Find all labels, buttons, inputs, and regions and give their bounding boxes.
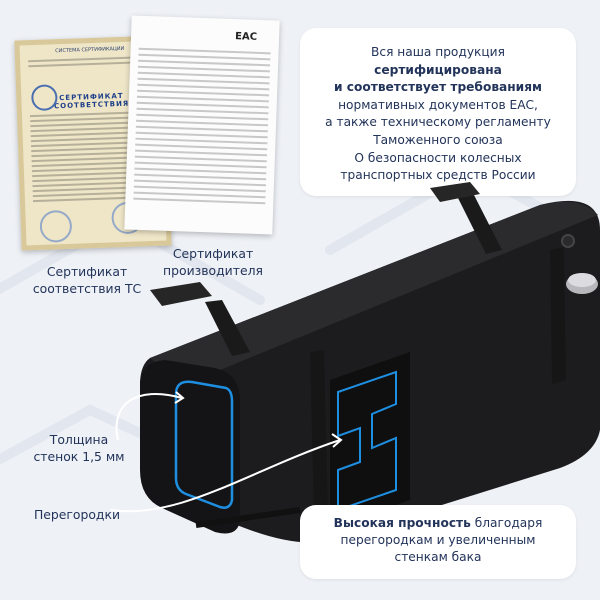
partition-highlight [337, 370, 397, 512]
mounting-strap [205, 300, 250, 356]
mounting-bracket [150, 282, 212, 306]
info-line: а также техническому регламенту [325, 115, 551, 130]
conformity-certificate-label: Сертификат соответствия ТС [22, 263, 152, 297]
strength-line: перегородкам и увеличенным [340, 533, 536, 547]
info-line: Вся наша продукция [371, 45, 505, 59]
info-line: О безопасности колесных [354, 150, 522, 165]
mounting-strap [458, 195, 502, 254]
label-line: соответствия ТС [32, 281, 142, 296]
sensor-port [561, 234, 575, 248]
strength-text: благодаря [470, 516, 543, 530]
wall-thickness-arrow [115, 393, 183, 441]
label-line: Сертификат [172, 246, 254, 261]
label-line: Сертификат [46, 264, 128, 279]
info-line: транспортных средств России [340, 168, 536, 183]
info-line-bold: и соответствует требованиям [334, 80, 542, 95]
info-line-bold: сертифицирована [374, 62, 502, 77]
mounting-strap [550, 247, 566, 384]
support-rail [195, 507, 301, 528]
info-line: Таможенного союза [373, 132, 503, 147]
cutaway-section [330, 352, 410, 528]
certification-info-panel: Вся наша продукция сертифицирована и соо… [300, 28, 576, 196]
partitions-label: Перегородки [33, 507, 121, 522]
label-line: стенок 1,5 мм [33, 449, 125, 464]
manufacturer-certificate-label: Сертификат производителя [158, 245, 268, 279]
wall-thickness-label: Толщина стенок 1,5 мм [20, 431, 138, 465]
partition-arrow [109, 439, 341, 513]
strength-bold: Высокая прочность [333, 516, 471, 530]
wall-thickness-highlight [174, 380, 234, 509]
label-line: производителя [163, 263, 263, 278]
info-line: нормативных документов ЕАС, [338, 97, 538, 112]
strength-line: стенкам бака [394, 550, 482, 564]
mounting-strap [310, 350, 328, 516]
mounting-bracket [430, 182, 480, 202]
strength-info-panel: Высокая прочность благодаря перегородкам… [300, 505, 576, 579]
label-line: Толщина [49, 432, 109, 447]
